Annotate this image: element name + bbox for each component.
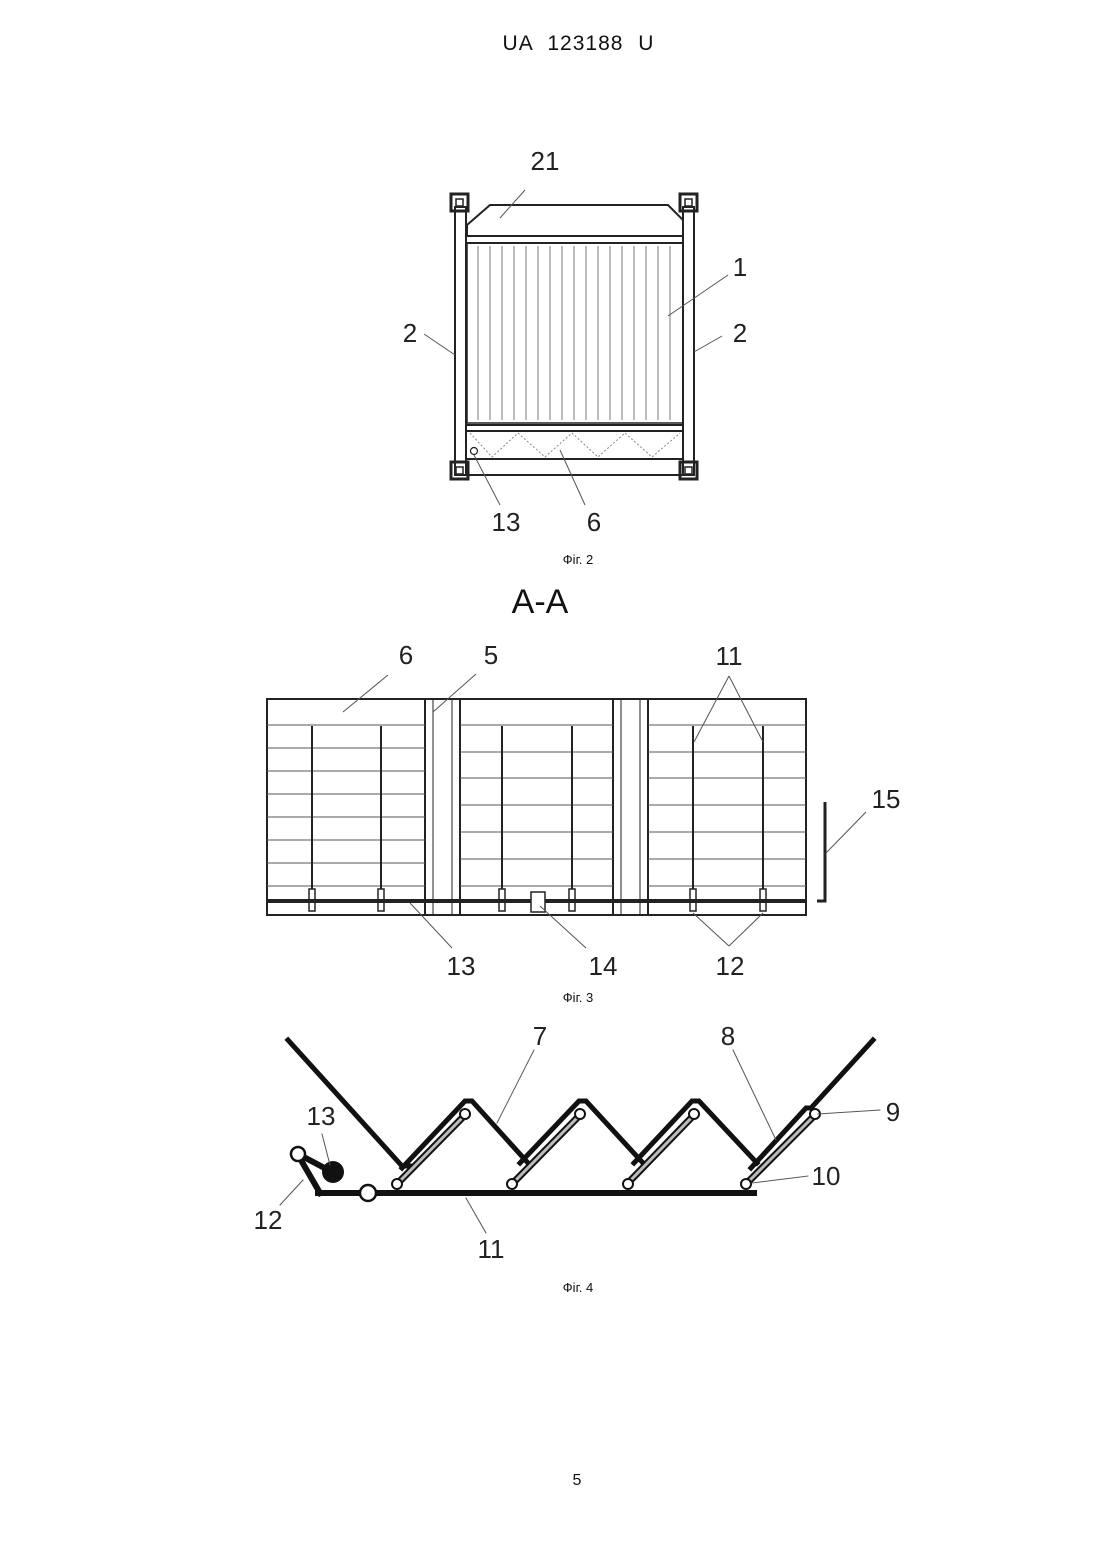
louvre-slats	[267, 725, 806, 886]
top-cap	[467, 205, 683, 236]
label-14: 14	[589, 951, 618, 981]
figure-4-caption: Фіг. 4	[538, 1280, 618, 1295]
label-6: 6	[587, 507, 601, 537]
louvre-zigzag	[470, 433, 680, 457]
label-13: 13	[447, 951, 476, 981]
rod-joint	[360, 1185, 376, 1201]
label-2-right: 2	[733, 318, 747, 348]
label-11: 11	[478, 1234, 505, 1264]
label-2-left: 2	[403, 318, 417, 348]
figure-3	[267, 674, 866, 948]
label-12: 12	[254, 1205, 283, 1235]
right-post	[683, 207, 694, 475]
label-15: 15	[872, 784, 901, 814]
left-post	[455, 207, 466, 475]
page-number: 5	[537, 1472, 617, 1490]
label-13: 13	[492, 507, 521, 537]
figure-4-labels: 7 8 9 10 13 12 11	[254, 1021, 901, 1264]
label-12: 12	[716, 951, 745, 981]
label-10: 10	[812, 1161, 841, 1191]
label-5: 5	[484, 640, 498, 670]
figure-3-caption: Фіг. 3	[538, 990, 618, 1005]
label-6: 6	[399, 640, 413, 670]
lever-pivot	[291, 1147, 305, 1161]
label-1: 1	[733, 252, 747, 282]
label-7: 7	[533, 1021, 547, 1051]
side-bracket	[817, 802, 825, 901]
label-8: 8	[721, 1021, 735, 1051]
figure-2	[424, 190, 728, 505]
figure-2-caption: Фіг. 2	[538, 552, 618, 567]
label-9: 9	[886, 1097, 900, 1127]
figure-4	[280, 1040, 880, 1233]
label-13: 13	[307, 1101, 336, 1131]
section-frame	[267, 699, 806, 915]
drive-shaft-marker	[471, 448, 478, 455]
label-11: 11	[716, 641, 743, 671]
radiator-panel	[467, 243, 683, 423]
section-title: А-А	[490, 583, 590, 622]
label-21: 21	[531, 146, 560, 176]
louvre-blade-right	[751, 1040, 873, 1168]
drive-shaft-end	[322, 1161, 344, 1183]
radiator-fins	[478, 246, 670, 420]
